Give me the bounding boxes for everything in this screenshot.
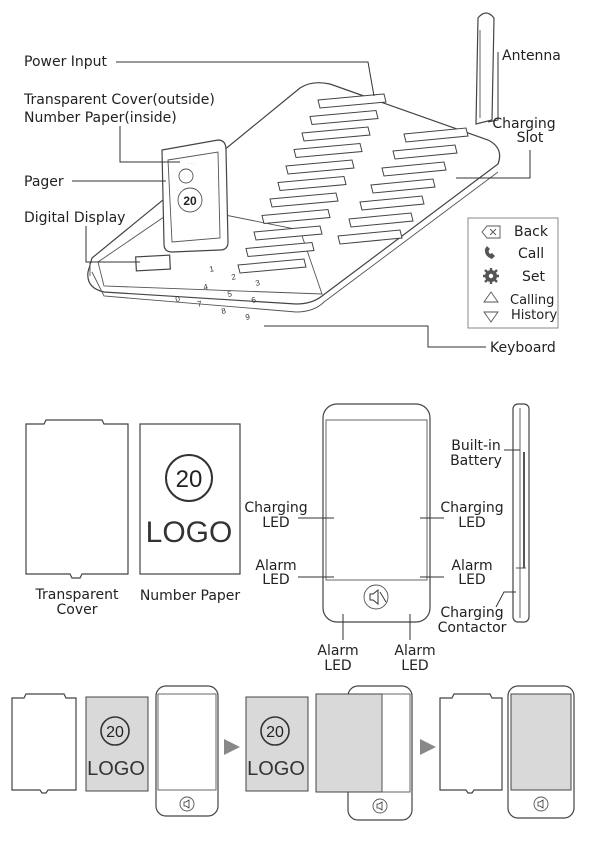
step3-cover <box>439 693 503 794</box>
charging-slot-label-line2: Slot <box>517 130 544 146</box>
step2-paper-number: 20 <box>106 724 124 741</box>
transparent-cover-caption-line1: Transparent <box>35 587 119 603</box>
charging-slot <box>337 229 403 245</box>
charging-slot <box>392 144 458 160</box>
legend-call-label: Call <box>518 246 544 262</box>
step2-paper-logo: LOGO <box>87 758 145 780</box>
triangle-down-icon <box>483 311 499 323</box>
step1-pager <box>155 685 219 817</box>
alarm-led-right-line2: LED <box>458 572 485 588</box>
charging-contactor-line1: Charging <box>440 605 503 621</box>
antenna <box>475 12 495 125</box>
keypad-key: 5 <box>227 289 234 299</box>
charging-slot <box>261 208 331 225</box>
mute-speaker-icon <box>369 588 387 606</box>
pager-label: Pager <box>24 174 64 190</box>
charging-slot <box>269 192 339 208</box>
charging-slots <box>237 93 469 274</box>
step2-pager-with-sheet <box>315 685 413 821</box>
keypad-key: 2 <box>231 272 238 282</box>
transparent-cover-label: Transparent Cover(outside) <box>23 92 215 108</box>
antenna-label: Antenna <box>502 48 561 64</box>
number-paper-label: Number Paper(inside) <box>24 110 177 126</box>
paper-logo: LOGO <box>146 516 233 549</box>
keypad-key: 0 <box>175 294 182 304</box>
charging-slot <box>277 175 347 192</box>
alarm-led-bottom-left-line2: LED <box>324 658 351 674</box>
charging-slot-label-line1: Charging <box>492 116 555 132</box>
keypad-key: 3 <box>255 278 262 288</box>
gear-icon <box>483 268 499 284</box>
charging-contactor-line2: Contactor <box>438 620 507 636</box>
keyboard-label: Keyboard <box>490 340 556 356</box>
pager-number: 20 <box>183 194 197 208</box>
keypad-keys: 1 2 3 4 5 6 7 8 9 0 <box>175 264 262 322</box>
legend-history-label: History <box>511 308 558 323</box>
built-in-battery-line2: Battery <box>450 453 502 469</box>
pager-front-view <box>322 403 431 623</box>
digital-display-label: Digital Display <box>24 210 125 226</box>
keypad-key: 1 <box>209 264 216 274</box>
keypad-key: 9 <box>245 312 252 322</box>
charging-slot <box>245 241 315 258</box>
alarm-led-right-line1: Alarm <box>451 558 492 574</box>
step3-assembled-pager <box>507 685 575 819</box>
built-in-battery-line1: Built-in <box>451 438 501 454</box>
charging-led-left-line1: Charging <box>244 500 307 516</box>
charging-slot <box>370 178 436 194</box>
step2-paper: 20 LOGO <box>245 696 309 792</box>
triangle-up-icon <box>483 291 499 303</box>
back-icon <box>481 225 501 239</box>
charging-slot <box>359 195 425 211</box>
keypad-key: 6 <box>251 295 258 305</box>
pager-side-view <box>512 403 530 623</box>
charging-led-right-line1: Charging <box>440 500 503 516</box>
step3-paper-number: 20 <box>266 724 284 741</box>
paper-number: 20 <box>176 466 203 493</box>
legend-back-label: Back <box>514 224 549 240</box>
legend-set-label: Set <box>522 269 546 285</box>
keypad-key: 4 <box>203 282 210 292</box>
step1-cover <box>11 693 77 794</box>
power-input-label: Power Input <box>24 54 108 70</box>
charging-slot <box>237 258 307 274</box>
transparent-cover-caption-line2: Cover <box>57 602 98 618</box>
charging-slot <box>285 159 355 175</box>
charging-led-right-line2: LED <box>458 515 485 531</box>
charging-slot <box>317 93 387 109</box>
transparent-cover-sheet <box>25 419 129 579</box>
pager-in-slot: 20 · · · <box>161 139 229 253</box>
middle-leader-lines <box>298 449 520 640</box>
step3-paper-logo: LOGO <box>247 758 305 780</box>
number-paper-sheet: 20 LOGO <box>139 423 241 575</box>
alarm-led-left-line1: Alarm <box>255 558 296 574</box>
number-paper-caption: Number Paper <box>140 588 241 604</box>
keypad-key: 8 <box>221 306 228 316</box>
digital-display <box>135 254 171 272</box>
legend-calling-label: Calling <box>510 293 554 308</box>
charging-slot <box>309 109 379 126</box>
pager-tiny-text: · · · <box>188 161 194 166</box>
alarm-led-bottom-right-line2: LED <box>401 658 428 674</box>
alarm-led-bottom-left-line1: Alarm <box>317 643 358 659</box>
top-leader-lines <box>72 52 531 348</box>
charging-slot <box>301 126 371 142</box>
charging-slot <box>403 127 469 143</box>
charging-slot <box>348 212 414 228</box>
step1-paper: 20 LOGO <box>85 696 149 792</box>
charging-led-left-line2: LED <box>262 515 289 531</box>
charging-slot <box>381 161 447 177</box>
keypad-key: 7 <box>197 299 204 309</box>
alarm-led-left-line2: LED <box>262 572 289 588</box>
charging-slot <box>293 142 363 159</box>
call-icon <box>484 246 495 259</box>
key-legend: Back Call Set Calling History <box>467 217 559 329</box>
charging-slot <box>253 225 323 241</box>
alarm-led-bottom-right-line1: Alarm <box>394 643 435 659</box>
